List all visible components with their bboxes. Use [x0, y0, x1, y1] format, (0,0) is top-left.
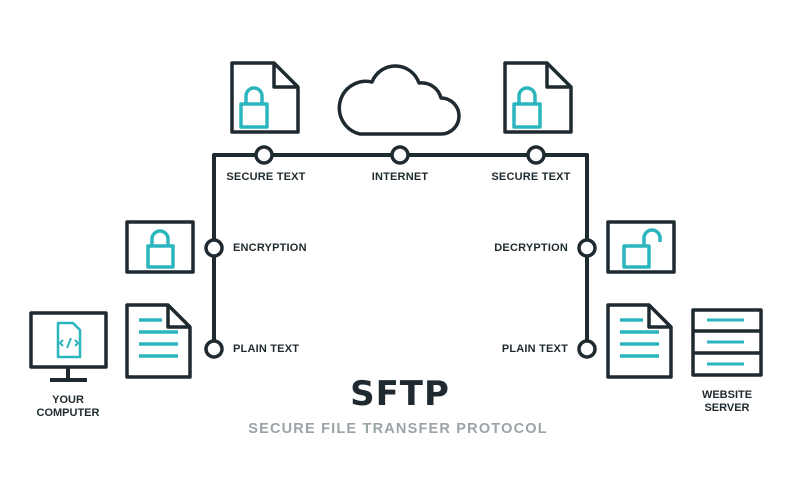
document-text-icon: [125, 303, 192, 379]
node-decryption: [577, 238, 597, 258]
label-decryption: DECRYPTION: [494, 242, 568, 254]
node-secure-text-left: [254, 145, 274, 165]
cloud-icon: [337, 64, 461, 136]
label-website-server-line2: SERVER: [704, 402, 750, 414]
label-your-computer-line2: COMPUTER: [36, 407, 100, 419]
computer-code-icon: [29, 311, 108, 382]
node-plain-text-right: [577, 339, 597, 359]
node-internet: [390, 145, 410, 165]
server-icon: [691, 308, 763, 377]
document-lock-icon: [503, 61, 573, 134]
node-secure-text-right: [526, 145, 546, 165]
diagram-title: SFTP: [350, 374, 450, 414]
node-encryption: [204, 238, 224, 258]
label-internet: INTERNET: [371, 171, 429, 183]
diagram-subtitle: SECURE FILE TRANSFER PROTOCOL: [248, 421, 548, 437]
label-secure-text-right: SECURE TEXT: [491, 171, 571, 183]
lock-icon: [125, 220, 195, 274]
label-plain-text-left: PLAIN TEXT: [233, 343, 300, 355]
label-plain-text-right: PLAIN TEXT: [501, 343, 568, 355]
label-your-computer: YOUR COMPUTER: [37, 394, 100, 420]
label-website-server: WEBSITE SERVER: [702, 389, 752, 415]
label-your-computer-line1: YOUR: [52, 394, 84, 406]
document-lock-icon: [230, 61, 300, 134]
label-encryption: ENCRYPTION: [233, 242, 307, 254]
document-text-icon: [606, 303, 673, 379]
label-website-server-line1: WEBSITE: [701, 389, 753, 401]
label-secure-text-left: SECURE TEXT: [226, 171, 306, 183]
node-plain-text-left: [204, 339, 224, 359]
unlock-icon: [606, 220, 676, 274]
